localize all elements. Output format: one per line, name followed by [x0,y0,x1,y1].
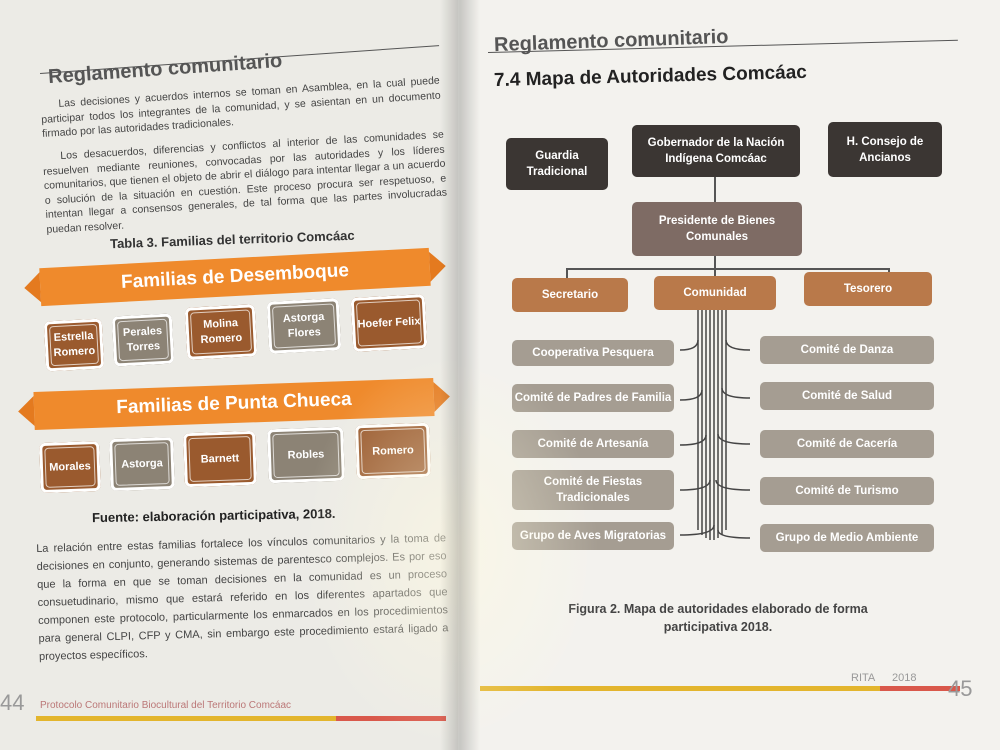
family-box: Astorga Flores [266,298,342,354]
footer-bar-yellow [480,686,880,691]
left-page: Reglamento comunitario Las decisiones y … [0,0,470,750]
page-number-left: 44 [0,690,25,715]
footer-org: RITA [851,672,876,684]
comunidad-box: Comunidad [654,276,776,310]
guardia-tradicional-box: Guardia Tradicional [506,138,608,190]
footer-year: 2018 [892,672,917,684]
family-box: Morales [39,440,101,494]
paragraph-conflicts: Los desacuerdos, diferencias y conflicto… [42,128,448,236]
gobernador-box: Gobernador de la Nación Indígena Comcáac [632,125,800,177]
right-page: Reglamento comunitario 7.4 Mapa de Autor… [458,0,1000,750]
committee-left: Comité de Fiestas Tradicionales [512,470,674,510]
presidente-bienes-comunales-box: Presidente de Bienes Comunales [632,202,802,256]
book-spine [440,0,480,750]
family-box: Robles [267,426,345,484]
paragraph-relations: La relación entre estas familias fortale… [36,532,449,663]
source-note: Fuente: elaboración participativa, 2018. [91,505,336,526]
consejo-ancianos-box: H. Consejo de Ancianos [828,122,942,177]
committee-left: Cooperativa Pesquera [512,340,674,366]
page-number-right: 45 [948,676,973,701]
connector [566,268,568,278]
family-box: Astorga [109,436,175,492]
connector [714,256,716,270]
family-box: Molina Romero [184,304,258,360]
committee-right: Comité de Danza [760,336,934,364]
footer-bar-red [336,716,446,721]
footer-title: Protocolo Comunitario Biocultural del Te… [40,700,292,711]
family-box: Hoefer Felix [350,294,428,352]
connector [714,268,716,278]
family-box: Estrella Romero [43,318,105,372]
family-box: Barnett [183,430,257,488]
banner-punta-chueca-label: Familias de Punta Chueca [115,388,353,419]
committee-right: Comité de Turismo [760,477,934,505]
committee-left: Comité de Artesanía [512,430,674,458]
family-box: Perales Torres [111,313,175,367]
banner-desemboque-label: Familias de Desemboque [120,260,350,293]
connector [566,268,888,270]
committee-left: Comité de Padres de Familia [512,384,674,412]
committee-connector-lines [679,310,751,540]
footer-bar-yellow [36,716,336,721]
committee-right: Comité de Cacería [760,430,934,458]
tesorero-box: Tesorero [804,272,932,306]
section-title: 7.4 Mapa de Autoridades Comcáac [493,61,808,92]
secretario-box: Secretario [512,278,628,312]
committee-right: Grupo de Medio Ambiente [760,524,934,552]
banner-punta-chueca: Familias de Punta Chueca [33,378,435,430]
right-page-header: Reglamento comunitario [493,25,729,57]
figure-caption: Figura 2. Mapa de autoridades elaborado … [568,602,868,634]
footer-bar-red [880,686,960,691]
committee-right: Comité de Salud [760,382,934,410]
committee-left: Grupo de Aves Migratorias [512,522,674,550]
family-box: Romero [355,422,431,480]
connector [714,176,716,204]
